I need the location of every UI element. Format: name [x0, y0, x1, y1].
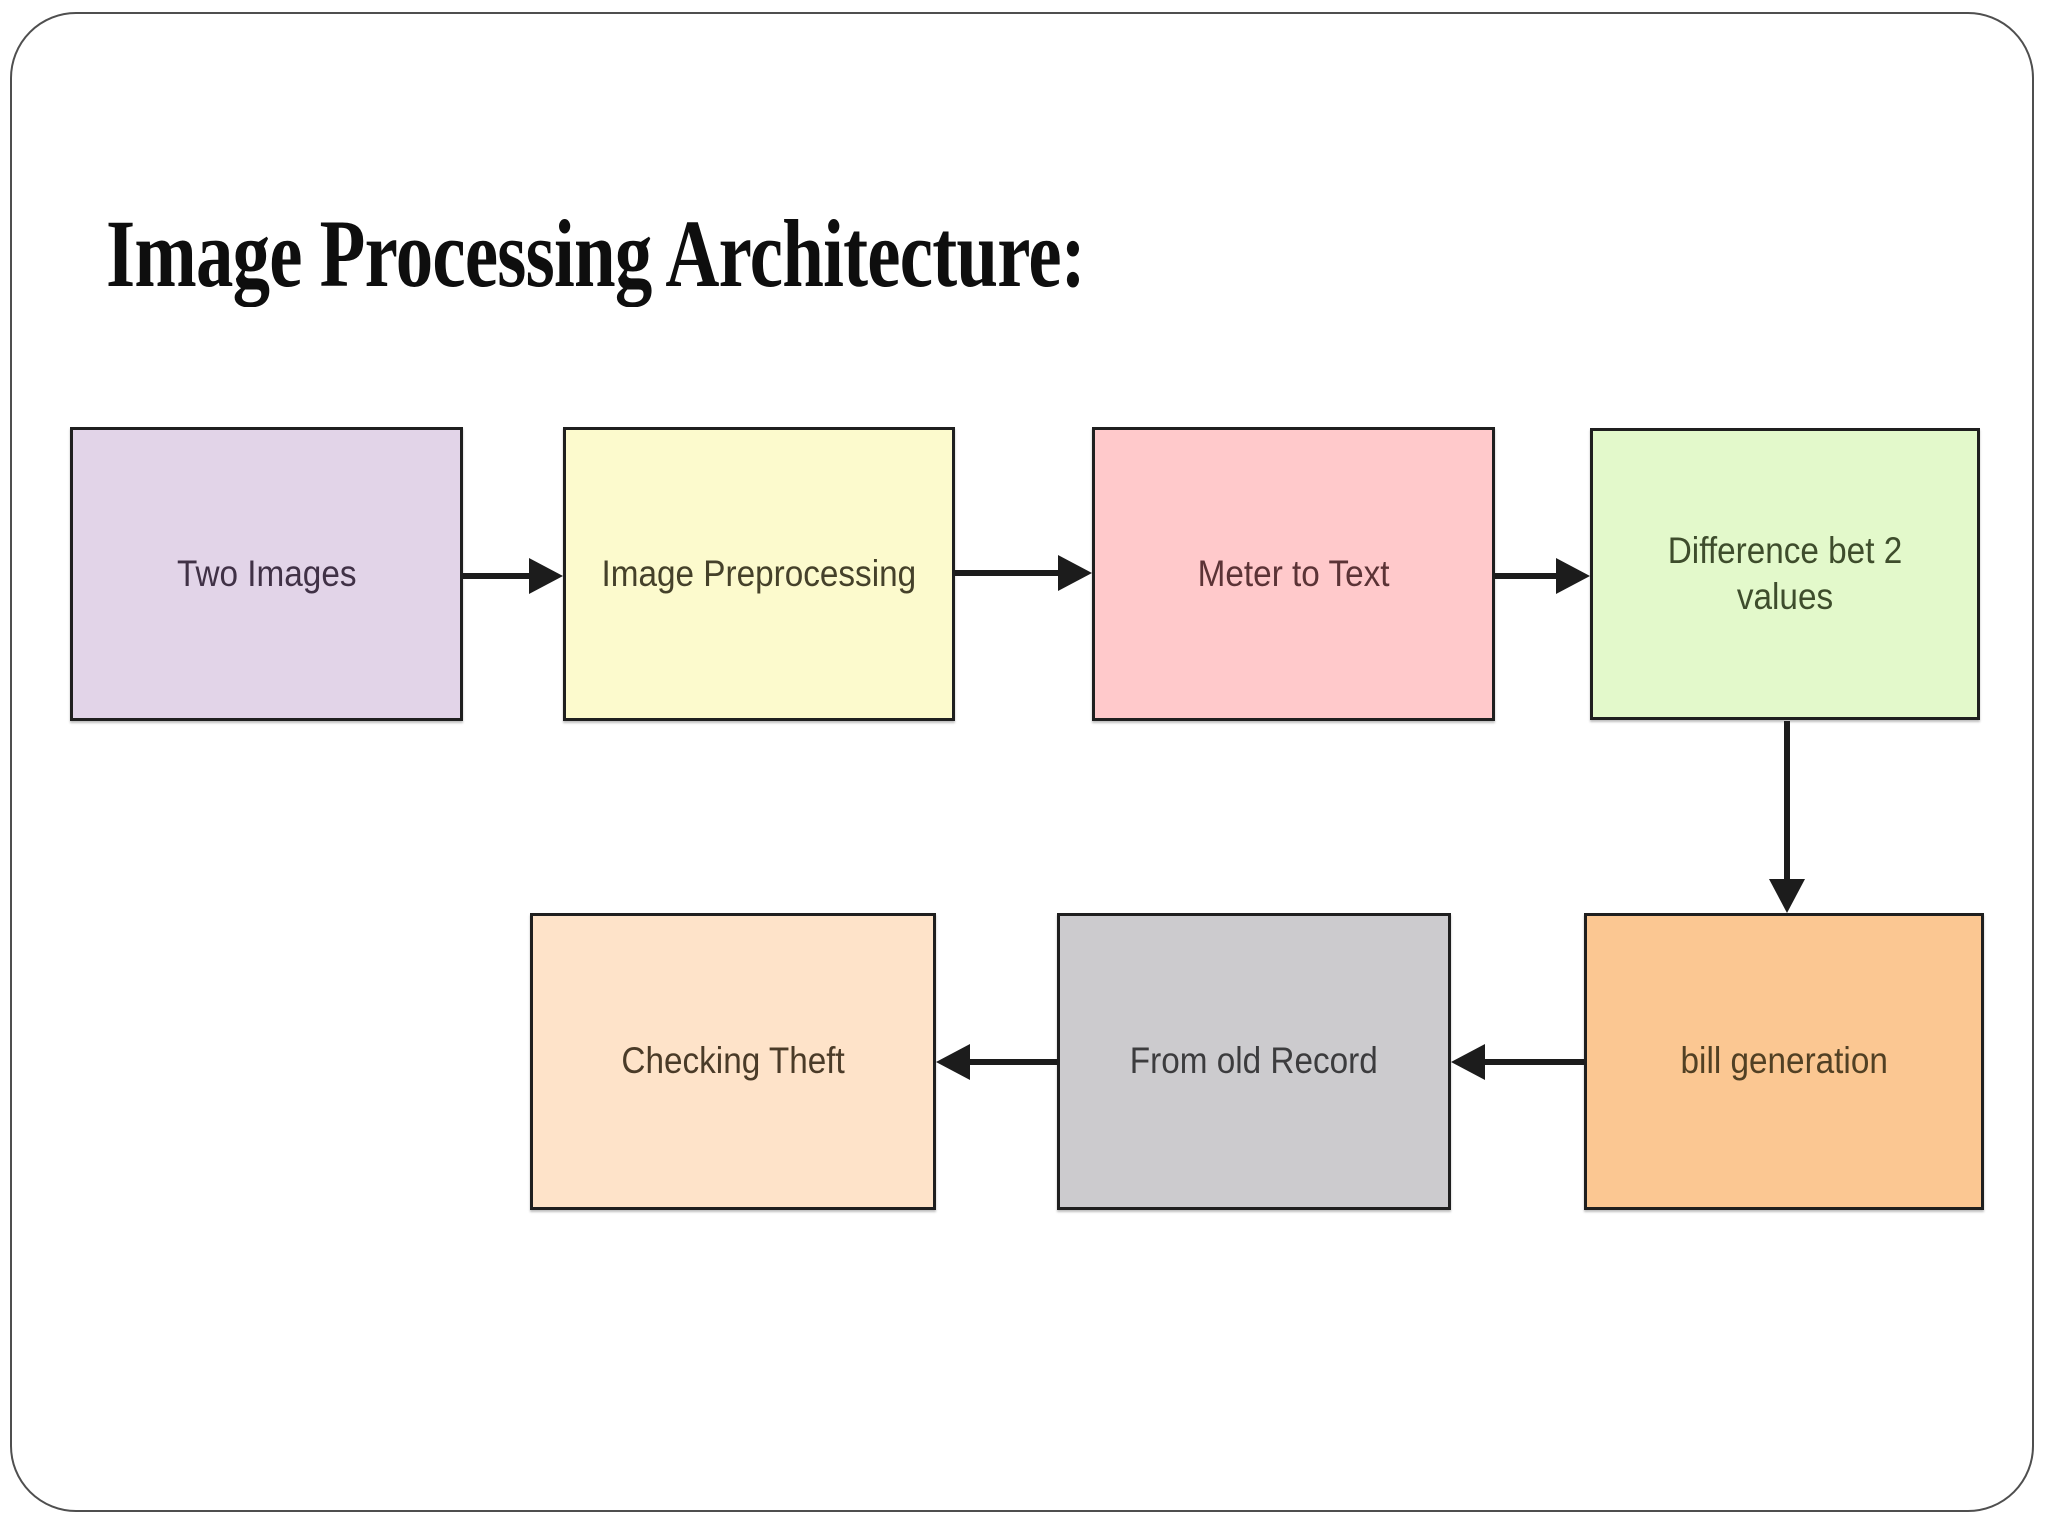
page-title: Image Processing Architecture:: [106, 200, 1086, 307]
node-label: Difference bet 2 values: [1667, 529, 1903, 617]
node-label: Two Images: [176, 552, 357, 594]
slide-frame: Image Processing Architecture:: [10, 12, 2034, 1512]
node-from-old-record: From old Record: [1057, 913, 1451, 1210]
node-label: From old Record: [1130, 1040, 1378, 1082]
node-label: Meter to Text: [1197, 552, 1390, 594]
node-label: Checking Theft: [621, 1040, 845, 1082]
node-checking-theft: Checking Theft: [530, 913, 936, 1210]
node-label: Image Preprocessing: [601, 552, 917, 594]
node-meter-to-text: Meter to Text: [1092, 427, 1495, 721]
node-image-preprocessing: Image Preprocessing: [563, 427, 955, 721]
node-bill-generation: bill generation: [1584, 913, 1984, 1210]
node-two-images: Two Images: [70, 427, 463, 721]
node-difference-bet-2-values: Difference bet 2 values: [1590, 428, 1980, 720]
node-label: bill generation: [1680, 1040, 1888, 1082]
